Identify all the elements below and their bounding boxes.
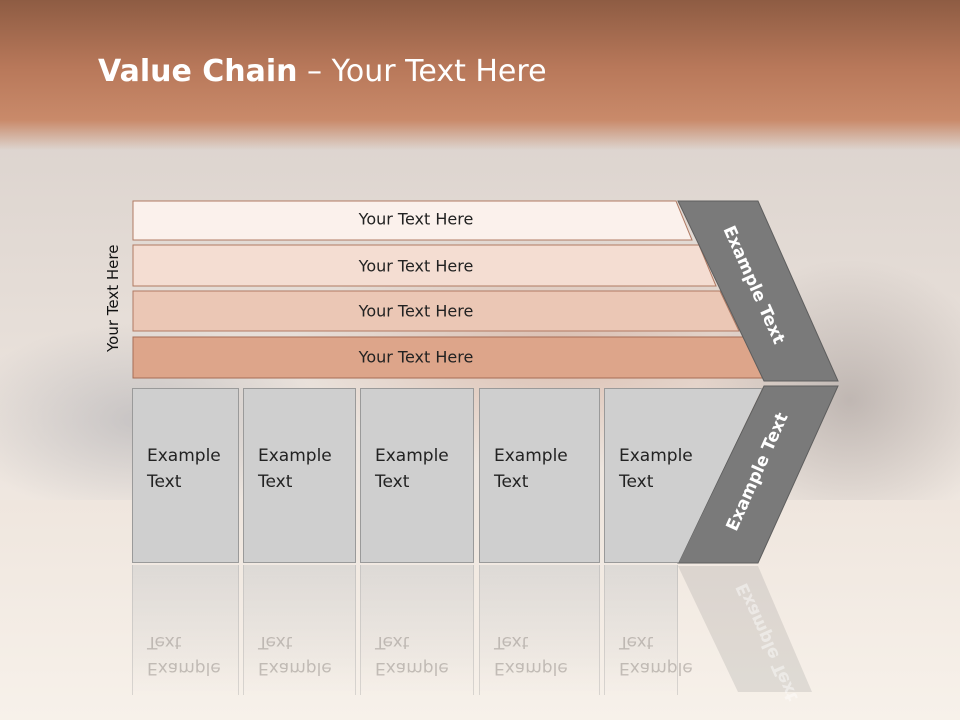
slide-title: Value Chain – Your Text Here [98,54,547,89]
row-label-3: Your Text Here [358,301,474,321]
row-shape-1 [132,200,693,241]
chevron-upper [677,200,839,382]
chevron-lower [677,385,839,564]
chevron-reflection [678,566,812,692]
title-band [0,0,960,150]
row-label-2: Your Text Here [358,256,474,276]
row-label-1: Your Text Here [358,209,474,229]
row-label-4: Your Text Here [358,347,474,367]
row-shape-2 [132,244,717,287]
row-shape-3 [132,290,740,332]
title-bold: Value Chain [98,54,298,89]
title-rest: – Your Text Here [297,54,547,89]
